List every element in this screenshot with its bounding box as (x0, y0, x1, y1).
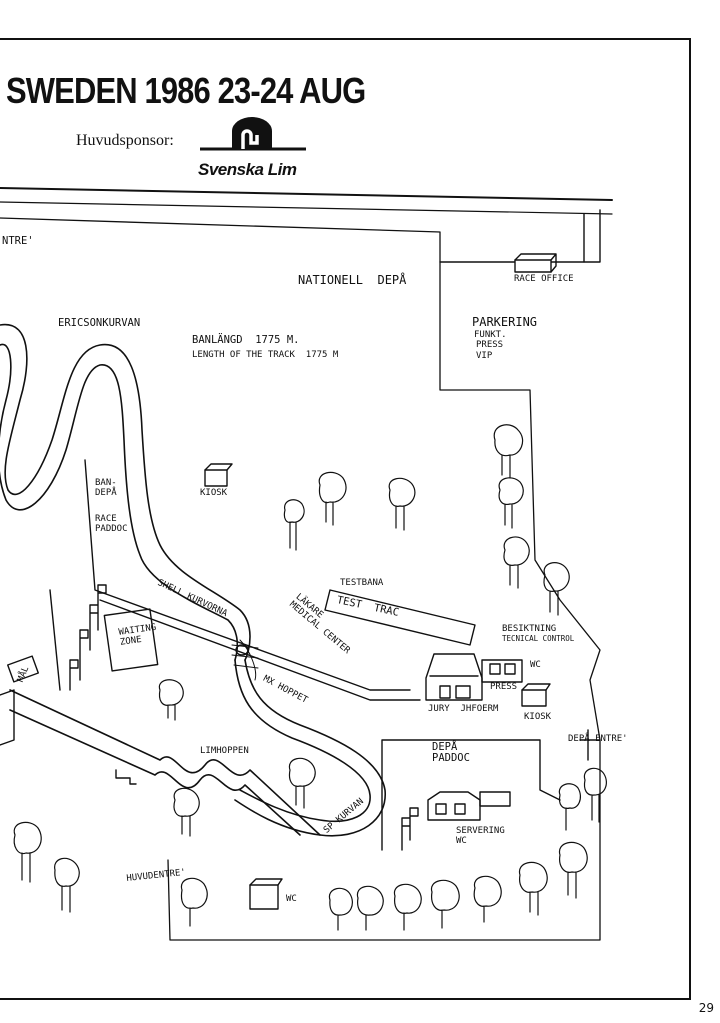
label-ban-depa: BAN- DEPÅ (95, 478, 117, 498)
label-kiosk-right: KIOSK (524, 712, 552, 722)
label-limhoppen: LIMHOPPEN (200, 746, 249, 756)
label-besiktning: BESIKTNING (502, 624, 557, 634)
label-testbana: TESTBANA (340, 578, 384, 588)
waiting-zone (103, 608, 159, 672)
label-wc-bottom: WC (286, 894, 297, 904)
label-jury: JURY JHFOERM (428, 704, 499, 714)
label-race-paddoc: RACE PADDOC (95, 514, 128, 534)
label-parkering: PARKERING (472, 315, 538, 329)
label-vip: VIP (476, 351, 493, 361)
label-servering: SERVERING WC (456, 826, 505, 846)
label-press: PRESS (476, 340, 504, 350)
label-ericsonkurvan: ERICSONKURVAN (58, 317, 141, 329)
label-nationell-depa: NATIONELL DEPÅ (298, 273, 407, 287)
trees (13, 424, 607, 931)
label-funkt: FUNKT. (474, 330, 507, 340)
kiosk-top-building (204, 469, 228, 487)
page-number: 29 (698, 1001, 714, 1015)
label-depa-entre: DEPÅ ENTRE' (568, 734, 628, 744)
label-depa-paddoc: DEPÅ PADDOC (432, 741, 470, 764)
race-office-building (514, 259, 552, 273)
label-track-length: LENGTH OF THE TRACK 1775 M (192, 350, 339, 360)
test-track (324, 589, 476, 646)
sponsor-brand: Svenska Lim (198, 160, 297, 179)
page-title: SWEDEN 1986 23-24 AUG (6, 70, 366, 111)
press-jury-building (425, 653, 483, 701)
page-frame (0, 38, 691, 1000)
sponsor-label: Huvudsponsor: (76, 132, 174, 149)
kiosk-right-building (521, 689, 547, 707)
label-wc-right: WC (530, 660, 541, 670)
wc-bottom-building (249, 884, 279, 910)
label-kiosk-top: KIOSK (200, 488, 228, 498)
label-press-building: PRESS (490, 682, 518, 692)
label-race-office: RACE OFFICE (514, 274, 574, 284)
label-entre-top: NTRE' (2, 235, 34, 247)
finish-banner (7, 655, 39, 683)
servering-building (427, 791, 481, 821)
label-tecnical-control: TECNICAL CONTROL (502, 634, 575, 643)
svenska-lim-logo-icon (200, 117, 306, 151)
label-banlangd: BANLÄNGD 1775 M. (192, 334, 300, 346)
